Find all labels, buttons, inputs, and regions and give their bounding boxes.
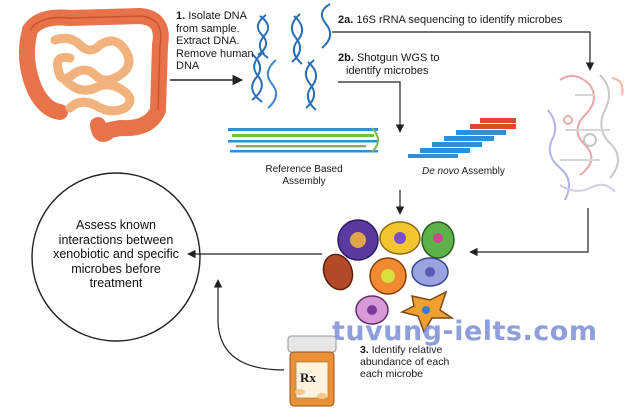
step2b-text: 2b. Shotgun WGS to identify microbes <box>338 52 458 77</box>
reference-assembly-illustration <box>228 127 379 153</box>
denovo-rest: Assembly <box>459 166 505 177</box>
assess-line5: treatment <box>89 276 143 290</box>
intestine-illustration <box>18 7 169 142</box>
denovo-assembly-illustration <box>408 118 516 158</box>
pill-bottle-illustration <box>287 335 337 407</box>
denovo-assembly-label: De novo Assembly <box>422 166 532 179</box>
step3-line2: abundance of each <box>360 356 450 368</box>
reference-assembly-label: Reference Based Assembly <box>256 164 352 188</box>
arrow-step2a <box>332 31 595 71</box>
step1-line4: Remove human <box>176 47 254 60</box>
step1-line3: Extract DNA. <box>176 35 240 47</box>
step3-line3: each microbe <box>360 368 424 380</box>
rx-label: Rx <box>300 370 316 385</box>
dna-helices-illustration <box>251 3 332 111</box>
reference-assembly-line1: Reference Based <box>265 164 343 175</box>
step3-text: 3. Identify relative abundance of each e… <box>360 344 480 380</box>
denovo-italic: De novo <box>422 166 460 177</box>
step3-line1: Identify relative <box>371 344 443 356</box>
step2a-number: 2a. <box>338 14 354 26</box>
step2a-label: 16S rRNA sequencing to identify microbes <box>356 14 563 26</box>
assess-line4: microbes before <box>71 261 161 276</box>
rrna-structure-illustration <box>547 74 624 201</box>
arrow-drug-to-assess <box>213 279 285 371</box>
step1-line5: DNA <box>176 60 200 72</box>
watermark-text: tuvung-ielts.com <box>332 316 598 347</box>
step1-number: 1. <box>176 10 186 22</box>
step1-text: 1. Isolate DNA from sample. Extract DNA.… <box>176 10 256 73</box>
assess-line3: xenobiotic and specific <box>53 247 179 261</box>
step1-line1: Isolate DNA <box>188 10 247 22</box>
step2b-number: 2b. <box>338 52 354 64</box>
assess-line1: Assess known <box>76 218 156 232</box>
step1-line2: from sample. <box>176 22 240 35</box>
arrow-rrna-to-microbes <box>469 208 589 257</box>
step2b-line1: Shotgun WGS to <box>356 52 440 64</box>
step2a-text: 2a. 16S rRNA sequencing to identify micr… <box>338 14 598 27</box>
assess-circle <box>31 172 201 342</box>
arrow-step2b <box>338 81 405 133</box>
assess-text: Assess known interactions between xenobi… <box>40 218 192 291</box>
step2b-line2: identify microbes <box>346 64 429 77</box>
assess-line2: interactions between <box>58 232 174 247</box>
step3-number: 3. <box>360 344 369 356</box>
reference-assembly-line2: Assembly <box>282 176 326 187</box>
microbes-illustration <box>322 219 455 334</box>
